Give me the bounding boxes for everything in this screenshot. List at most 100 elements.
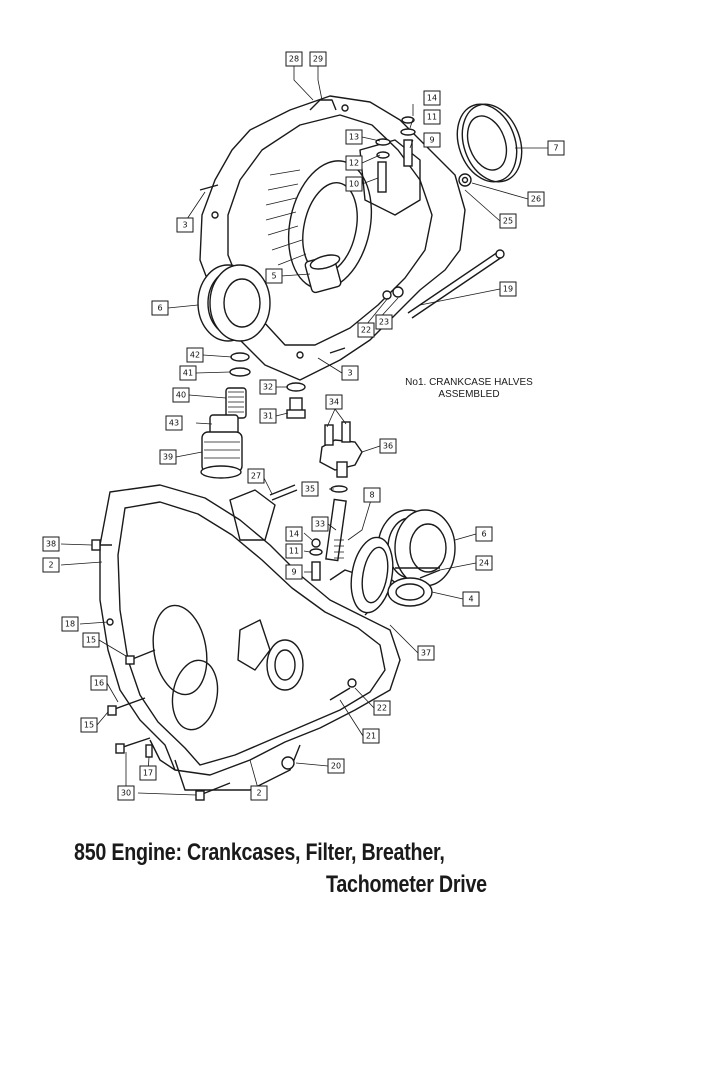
svg-text:25: 25 bbox=[503, 217, 513, 226]
callout-2: 2 bbox=[42, 557, 60, 573]
callout-12: 12 bbox=[345, 155, 363, 171]
callout-3: 3 bbox=[341, 365, 359, 381]
svg-text:38: 38 bbox=[46, 540, 56, 549]
svg-text:23: 23 bbox=[379, 318, 389, 327]
callout-30: 30 bbox=[117, 785, 135, 801]
svg-text:13: 13 bbox=[349, 133, 359, 142]
svg-text:15: 15 bbox=[86, 636, 96, 645]
assembly-note-line1: No1. CRANKCASE HALVES bbox=[405, 377, 533, 388]
svg-text:16: 16 bbox=[94, 679, 104, 688]
svg-text:11: 11 bbox=[427, 113, 437, 122]
assembly-note: No1. CRANKCASE HALVES ASSEMBLED bbox=[394, 377, 544, 401]
svg-text:35: 35 bbox=[305, 485, 315, 494]
svg-text:4: 4 bbox=[468, 595, 473, 604]
callout-29: 29 bbox=[309, 51, 327, 67]
svg-text:24: 24 bbox=[479, 559, 489, 568]
svg-text:10: 10 bbox=[349, 180, 359, 189]
callout-7: 7 bbox=[547, 140, 565, 156]
svg-text:28: 28 bbox=[289, 55, 299, 64]
svg-text:20: 20 bbox=[331, 762, 341, 771]
callout-35: 35 bbox=[301, 481, 319, 497]
callout-26: 26 bbox=[527, 191, 545, 207]
callout-31: 31 bbox=[259, 408, 277, 424]
callout-38: 38 bbox=[42, 536, 60, 552]
svg-text:2: 2 bbox=[48, 561, 53, 570]
callout-15: 15 bbox=[80, 717, 98, 733]
callout-24: 24 bbox=[475, 555, 493, 571]
svg-text:7: 7 bbox=[553, 144, 558, 153]
callout-21: 21 bbox=[362, 728, 380, 744]
svg-text:37: 37 bbox=[421, 649, 431, 658]
svg-text:43: 43 bbox=[169, 419, 179, 428]
callout-22: 22 bbox=[373, 700, 391, 716]
svg-text:14: 14 bbox=[289, 530, 299, 539]
callout-17: 17 bbox=[139, 765, 157, 781]
callout-9: 9 bbox=[423, 132, 441, 148]
callout-23: 23 bbox=[375, 314, 393, 330]
callout-41: 41 bbox=[179, 365, 197, 381]
svg-text:19: 19 bbox=[503, 285, 513, 294]
svg-text:11: 11 bbox=[289, 547, 299, 556]
callout-3: 3 bbox=[176, 217, 194, 233]
svg-text:12: 12 bbox=[349, 159, 359, 168]
svg-text:32: 32 bbox=[263, 383, 273, 392]
callout-19: 19 bbox=[499, 281, 517, 297]
callout-33: 33 bbox=[311, 516, 329, 532]
svg-text:41: 41 bbox=[183, 369, 193, 378]
callout-14: 14 bbox=[285, 526, 303, 542]
caption-line1: 850 Engine: Crankcases, Filter, Breather… bbox=[74, 839, 445, 866]
svg-text:33: 33 bbox=[315, 520, 325, 529]
callout-13: 13 bbox=[345, 129, 363, 145]
svg-text:42: 42 bbox=[190, 351, 200, 360]
leader-lines bbox=[60, 66, 548, 796]
callout-20: 20 bbox=[327, 758, 345, 774]
upper-crankcase-half bbox=[197, 95, 523, 381]
breather-body bbox=[319, 421, 363, 478]
caption-line2: Tachometer Drive bbox=[326, 871, 487, 898]
svg-text:6: 6 bbox=[481, 530, 486, 539]
callout-22: 22 bbox=[357, 322, 375, 338]
filter-assembly bbox=[200, 352, 306, 479]
assembly-note-line2: ASSEMBLED bbox=[438, 389, 500, 400]
callout-18: 18 bbox=[61, 616, 79, 632]
callout-40: 40 bbox=[172, 387, 190, 403]
callout-11: 11 bbox=[285, 543, 303, 559]
svg-text:3: 3 bbox=[347, 369, 352, 378]
svg-text:31: 31 bbox=[263, 412, 273, 421]
callout-14: 14 bbox=[423, 90, 441, 106]
svg-text:6: 6 bbox=[157, 304, 162, 313]
callout-34: 34 bbox=[325, 394, 343, 410]
svg-text:3: 3 bbox=[182, 221, 187, 230]
svg-text:2: 2 bbox=[256, 789, 261, 798]
callout-28: 28 bbox=[285, 51, 303, 67]
svg-text:21: 21 bbox=[366, 732, 376, 741]
svg-text:18: 18 bbox=[65, 620, 75, 629]
svg-text:22: 22 bbox=[377, 704, 387, 713]
svg-text:9: 9 bbox=[291, 568, 296, 577]
callout-8: 8 bbox=[363, 487, 381, 503]
svg-text:34: 34 bbox=[329, 398, 339, 407]
callout-39: 39 bbox=[159, 449, 177, 465]
callout-32: 32 bbox=[259, 379, 277, 395]
callout-5: 5 bbox=[265, 268, 283, 284]
svg-text:9: 9 bbox=[429, 136, 434, 145]
svg-text:5: 5 bbox=[271, 272, 276, 281]
callout-2: 2 bbox=[250, 785, 268, 801]
callout-15: 15 bbox=[82, 632, 100, 648]
svg-text:27: 27 bbox=[251, 472, 261, 481]
callout-6: 6 bbox=[151, 300, 169, 316]
svg-text:26: 26 bbox=[531, 195, 541, 204]
callout-6: 6 bbox=[475, 526, 493, 542]
callout-4: 4 bbox=[462, 591, 480, 607]
svg-text:29: 29 bbox=[313, 55, 323, 64]
callout-16: 16 bbox=[90, 675, 108, 691]
svg-text:14: 14 bbox=[427, 94, 437, 103]
svg-text:30: 30 bbox=[121, 789, 131, 798]
callout-43: 43 bbox=[165, 415, 183, 431]
svg-text:40: 40 bbox=[176, 391, 186, 400]
svg-text:8: 8 bbox=[369, 491, 374, 500]
callout-25: 25 bbox=[499, 213, 517, 229]
svg-text:22: 22 bbox=[361, 326, 371, 335]
callout-37: 37 bbox=[417, 645, 435, 661]
